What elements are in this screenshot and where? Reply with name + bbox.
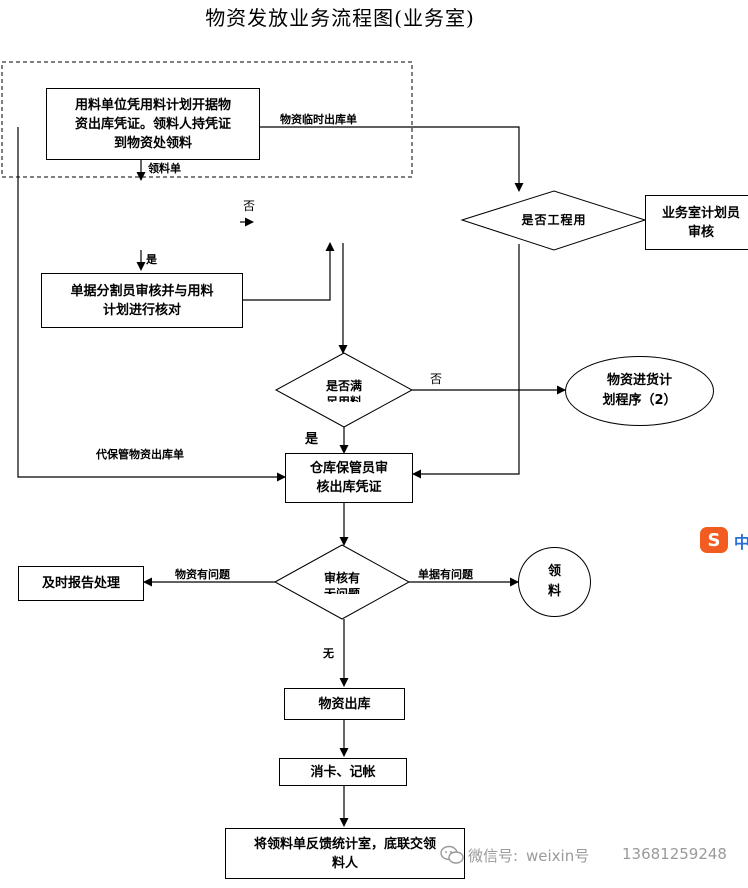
node-divider-line-2: 计划进行核对 <box>102 302 181 318</box>
node-claim-line-1: 领 <box>547 564 561 579</box>
node-keeper-review: 仓库保管员审 核出库凭证 <box>285 453 413 503</box>
edge-project-to-keeper <box>412 244 520 479</box>
node-divider-line-1: 单据分割员审核并与用料 <box>70 283 214 299</box>
decision-has-issue-line-2: 无问题 <box>323 587 360 594</box>
edge-custody-outbound <box>17 127 286 482</box>
sogou-logo-icon: S <box>700 527 728 553</box>
node-cancel-card: 消卡、记帐 <box>279 758 407 786</box>
label-yes-divider: 是 <box>146 253 157 266</box>
node-outbound: 物资出库 <box>284 688 405 720</box>
decision-has-issue <box>273 544 411 620</box>
node-office-review: 业务室计划员 审核 <box>645 195 748 250</box>
wechat-icon <box>440 845 464 864</box>
node-keeper-review-line-2: 核出库凭证 <box>316 480 382 495</box>
node-divider: 单据分割员审核并与用料 计划进行核对 <box>41 273 243 328</box>
watermark-text-b: 13681259248 <box>622 845 727 863</box>
label-temp-outbound: 物资临时出库单 <box>280 113 357 126</box>
label-no-satisfied: 否 <box>430 372 443 386</box>
dashed-region <box>1 61 413 178</box>
label-requisition: 领料单 <box>148 162 181 175</box>
node-claim: 领 料 <box>518 547 591 617</box>
node-claim-line-2: 料 <box>547 584 561 599</box>
node-feedback-line-2: 料人 <box>331 855 358 871</box>
node-start-line-2: 资出库凭证。领料人持凭证 <box>74 116 231 132</box>
sogou-mode-label: 中 <box>734 533 748 552</box>
node-purchase-plan: 物资进货计 划程序（2） <box>565 356 714 426</box>
page-title: 物资发放业务流程图(业务室) <box>205 6 475 30</box>
label-none: 无 <box>323 647 334 660</box>
edge-divider-return <box>243 242 335 301</box>
label-custody-outbound: 代保管物资出库单 <box>96 448 184 461</box>
decision-is-satisfied-line-1: 是否满 <box>325 379 362 393</box>
watermark-wechat-label: 微信号: <box>468 847 519 865</box>
node-purchase-plan-line-2: 划程序（2） <box>602 393 677 408</box>
node-office-review-line-1: 业务室计划员 <box>662 205 741 221</box>
label-goods-issue: 物资有问题 <box>175 568 230 581</box>
decision-is-satisfied-line-2: 足用料 <box>325 395 362 402</box>
label-doc-issue: 单据有问题 <box>418 568 473 581</box>
decision-has-issue-label: 审核有 无问题 <box>309 570 375 594</box>
node-purchase-plan-line-1: 物资进货计 <box>606 373 672 388</box>
watermark-text-a: weixin号 <box>526 847 590 865</box>
decision-is-satisfied <box>274 352 414 428</box>
node-office-review-line-2: 审核 <box>688 224 715 240</box>
node-start: 用料单位凭用料计划开据物 资出库凭证。领料人持凭证 到物资处领料 <box>46 88 260 160</box>
node-feedback-line-1: 将领料单反馈统计室，底联交领 <box>253 836 436 852</box>
node-feedback: 将领料单反馈统计室，底联交领 料人 <box>225 828 465 879</box>
edge-temp-outbound <box>260 126 524 192</box>
decision-has-issue-line-1: 审核有 <box>323 571 360 585</box>
decision-is-satisfied-label: 是否满 足用料 <box>310 378 378 402</box>
label-no-top: 否 <box>243 199 256 213</box>
node-report: 及时报告处理 <box>18 566 144 601</box>
sogou-ime-badge[interactable]: S 中 <box>700 527 748 555</box>
decision-is-project-label: 是否工程用 <box>521 213 587 227</box>
node-start-line-1: 用料单位凭用料计划开据物 <box>74 97 231 113</box>
node-keeper-review-line-1: 仓库保管员审 <box>309 461 388 476</box>
label-yes-satisfied: 是 <box>305 432 319 447</box>
node-start-line-3: 到物资处领料 <box>113 135 192 151</box>
